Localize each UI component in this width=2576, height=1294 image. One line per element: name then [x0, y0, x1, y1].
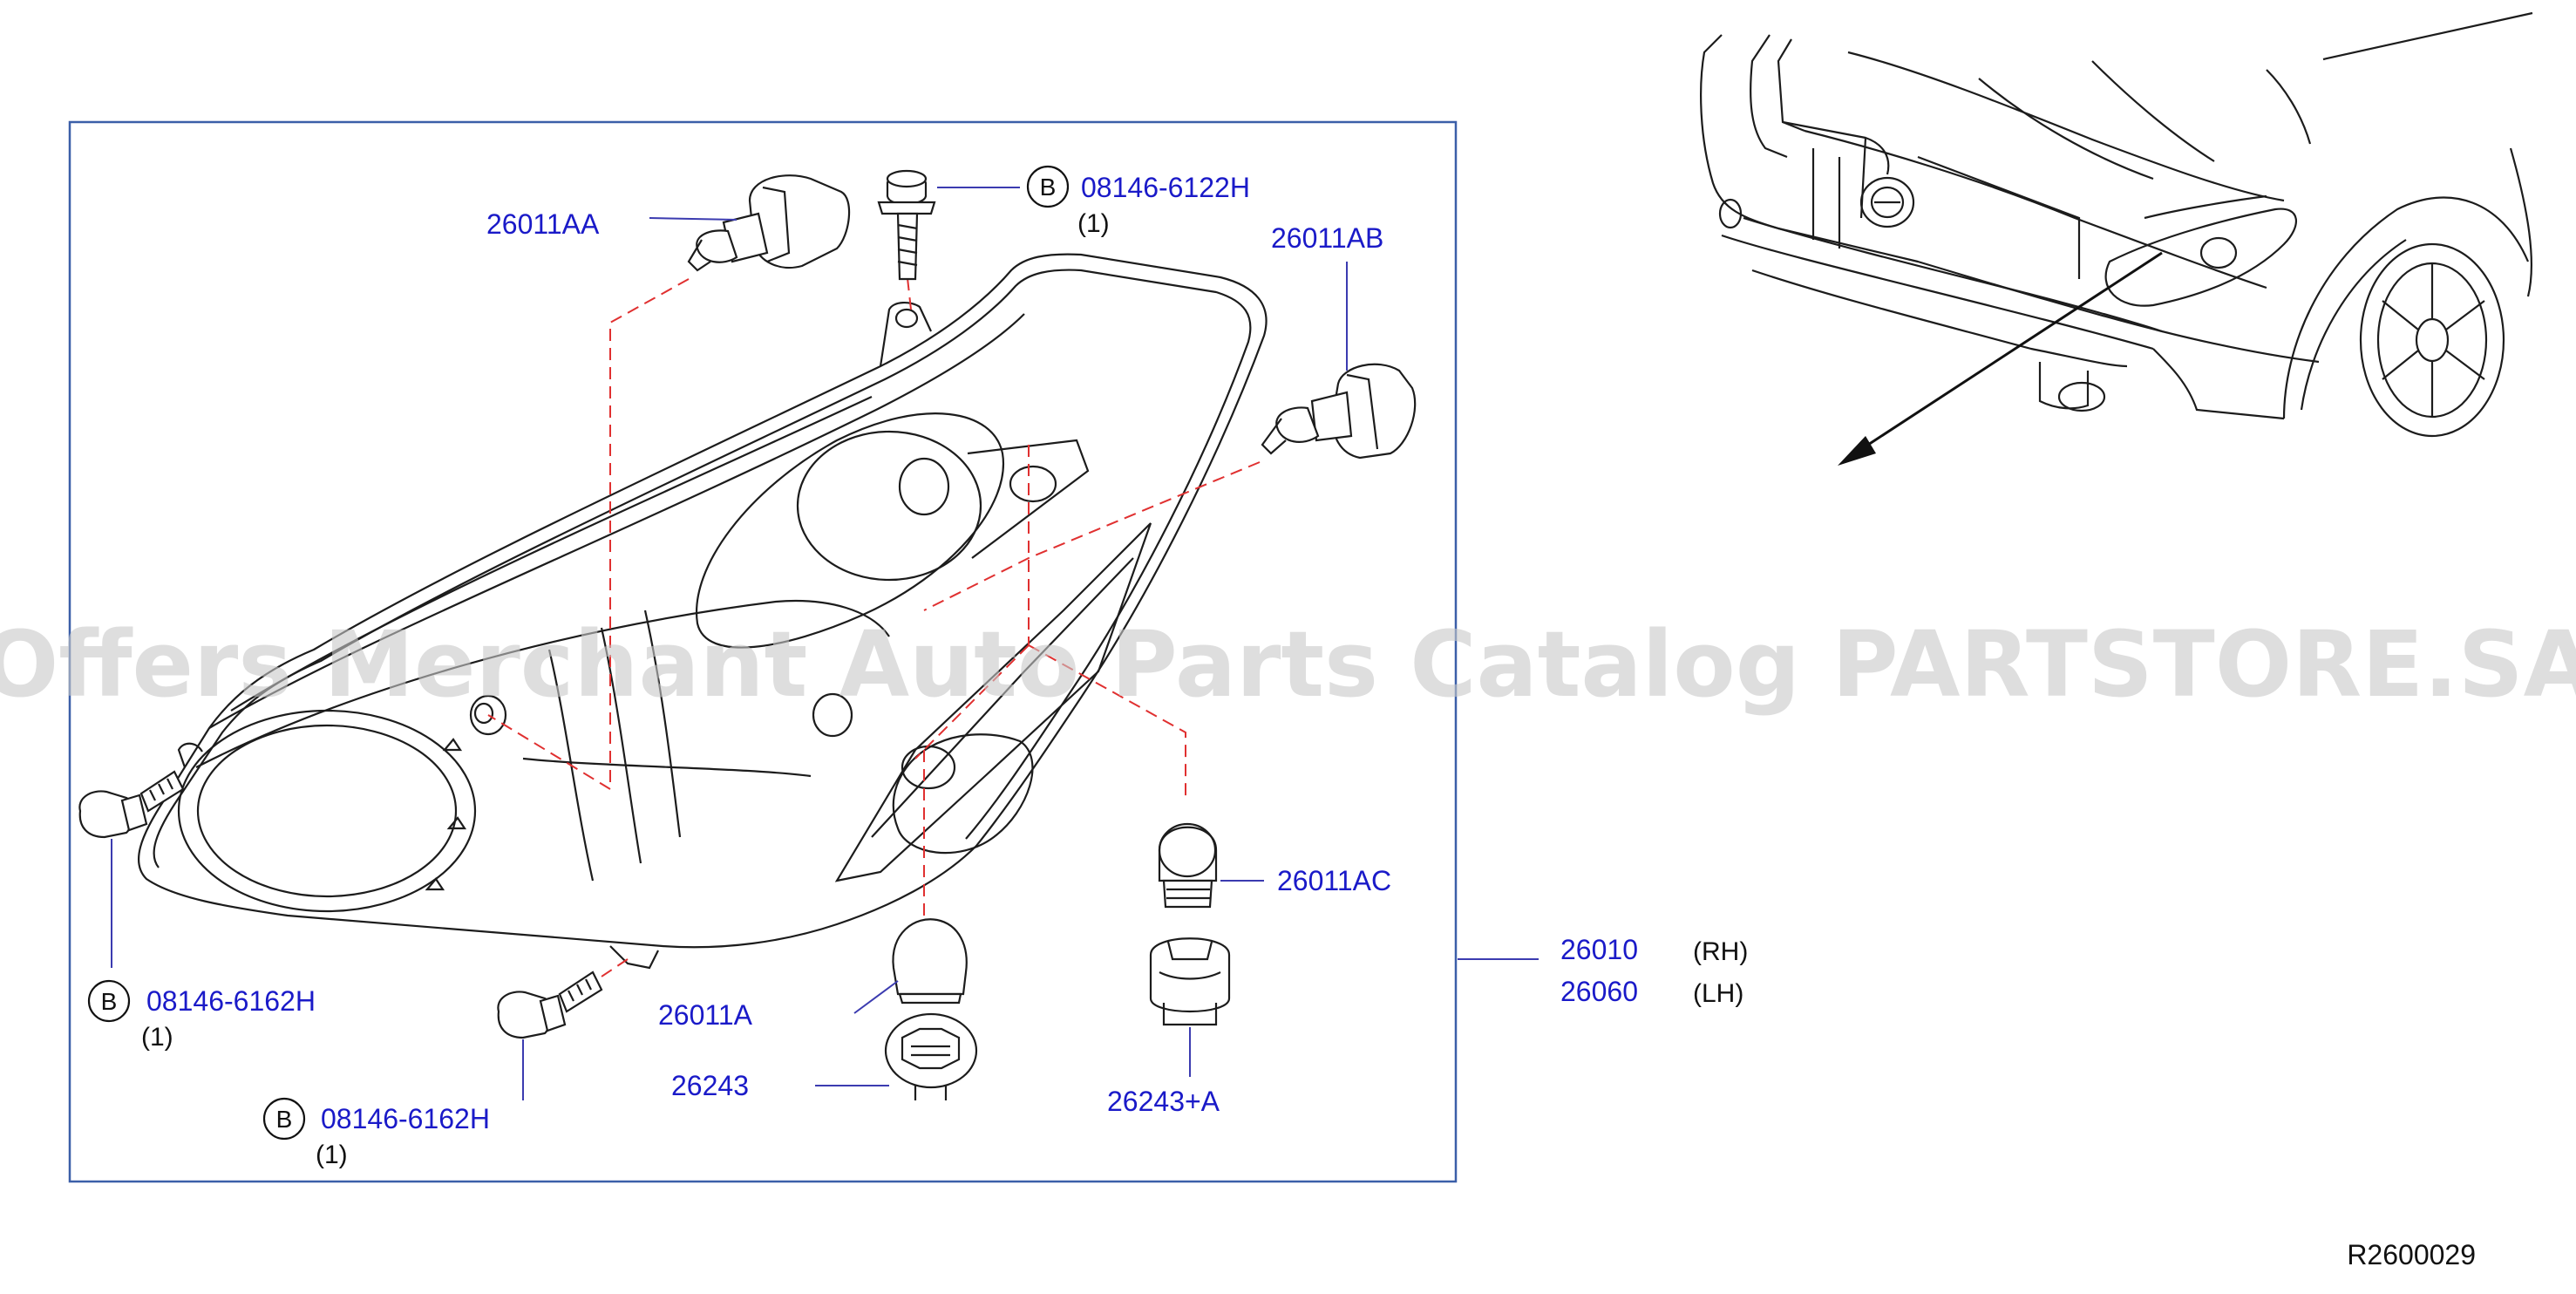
qty-bolt-left: (1): [141, 1023, 173, 1052]
bulb-side-icon[interactable]: [892, 918, 968, 1005]
label-bulb-high[interactable]: 26011AA: [486, 208, 600, 240]
label-bolt-bottom[interactable]: 08146-6162H: [321, 1103, 490, 1134]
label-assembly-rh[interactable]: 26010: [1560, 934, 1638, 965]
label-bulb-side[interactable]: 26011A: [658, 999, 753, 1031]
label-socket-side[interactable]: 26243: [671, 1070, 749, 1101]
bulb-turn-icon[interactable]: [1158, 822, 1218, 909]
label-assembly-lh[interactable]: 26060: [1560, 976, 1638, 1007]
qty-bolt-bottom: (1): [316, 1141, 348, 1169]
socket-side-icon[interactable]: [884, 1012, 978, 1100]
label-bolt-left[interactable]: 08146-6162H: [146, 985, 316, 1017]
leader-bulb-side: [853, 980, 899, 1014]
assembly-guide-lines: [139, 269, 1261, 977]
label-socket-turn[interactable]: 26243+A: [1107, 1086, 1220, 1117]
leader-bulb-high: [649, 217, 737, 221]
bolt-marker-top: B: [1026, 165, 1070, 208]
bolt-marker-left: B: [87, 979, 131, 1023]
bolt-left-icon[interactable]: [78, 770, 185, 839]
label-assembly-rh-side: (RH): [1693, 937, 1748, 966]
bolt-top-icon[interactable]: [877, 169, 936, 281]
label-bulb-low[interactable]: 26011AB: [1271, 222, 1383, 254]
svg-text:B: B: [101, 988, 118, 1015]
bolt-marker-bottom: B: [262, 1097, 306, 1141]
exploded-view-frame: [68, 120, 1458, 1183]
watermark: Offers Merchant Auto Parts Catalog PARTS…: [0, 611, 2576, 718]
headlamp-housing[interactable]: [137, 253, 1268, 970]
svg-text:B: B: [276, 1106, 293, 1133]
label-bolt-top[interactable]: 08146-6122H: [1081, 172, 1250, 203]
bulb-high-beam-icon[interactable]: [687, 174, 851, 272]
qty-bolt-top: (1): [1077, 209, 1110, 238]
bolt-bottom-icon[interactable]: [497, 970, 603, 1039]
bulb-low-beam-icon[interactable]: [1261, 363, 1417, 460]
reference-code: R2600029: [2347, 1239, 2476, 1270]
label-assembly-lh-side: (LH): [1693, 979, 1743, 1008]
vehicle-front-view: [1700, 11, 2533, 466]
socket-turn-icon[interactable]: [1149, 937, 1231, 1026]
svg-text:B: B: [1040, 174, 1057, 201]
label-bulb-turn[interactable]: 26011AC: [1277, 865, 1391, 896]
